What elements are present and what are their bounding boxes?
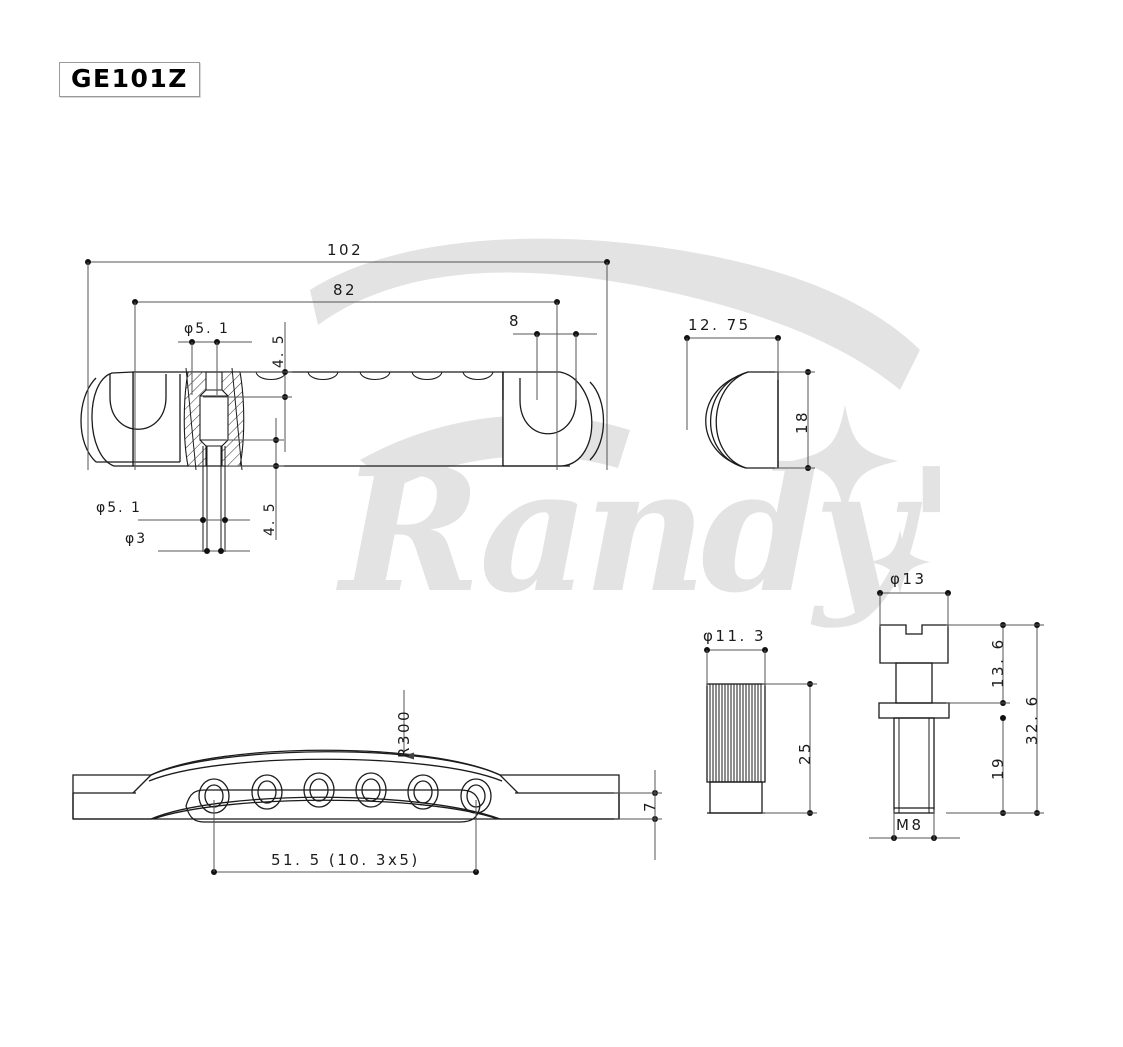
- dim-profile-width: 12. 75: [688, 316, 751, 334]
- dim-head-to-flange: 13. 6: [989, 637, 1007, 688]
- dim-bore-dia: φ3: [125, 531, 148, 547]
- bushing-view-dimensions: [704, 647, 817, 816]
- stud-view-geometry: [878, 624, 950, 814]
- dim-thickness: 7: [641, 799, 659, 812]
- part-number-title-box: GE101Z: [59, 62, 200, 97]
- part-number-label: GE101Z: [71, 64, 188, 93]
- dim-edge-offset-upper: 4. 5: [271, 333, 287, 368]
- section-cut-hatching: [183, 367, 245, 552]
- dim-thread-spec: M8: [896, 816, 924, 834]
- front-view-dimensions: [211, 690, 662, 875]
- dim-hole-dia-top: φ5. 1: [184, 321, 230, 337]
- dim-total-length: 32. 6: [1023, 694, 1041, 745]
- knurl-texture: [709, 684, 762, 782]
- dim-overall-length: 102: [327, 241, 364, 259]
- dim-slot-width: 8: [509, 312, 522, 330]
- dim-hole-dia-bottom: φ5. 1: [96, 500, 142, 516]
- dim-bushing-dia: φ11. 3: [703, 627, 767, 645]
- bushing-view-geometry: [706, 683, 766, 814]
- string-hole-notches: [255, 371, 494, 380]
- dim-head-dia: φ13: [890, 570, 927, 588]
- stud-view-dimensions: [869, 590, 1044, 841]
- dim-edge-offset-lower: 4. 5: [262, 501, 278, 536]
- dim-profile-height: 18: [793, 409, 811, 434]
- dim-thread-length: 19: [989, 755, 1007, 780]
- top-view-dimensions: [85, 259, 610, 554]
- front-view-geometry: [72, 749, 620, 823]
- dim-stud-spacing: 82: [333, 281, 358, 299]
- side-view-geometry: [705, 371, 779, 469]
- dim-bushing-length: 25: [796, 740, 814, 765]
- side-view-dimensions: [684, 335, 815, 471]
- dim-string-spacing: 51. 5 (10. 3x5): [271, 851, 420, 869]
- top-view-geometry: [80, 367, 605, 552]
- dim-radius: R300: [395, 708, 413, 758]
